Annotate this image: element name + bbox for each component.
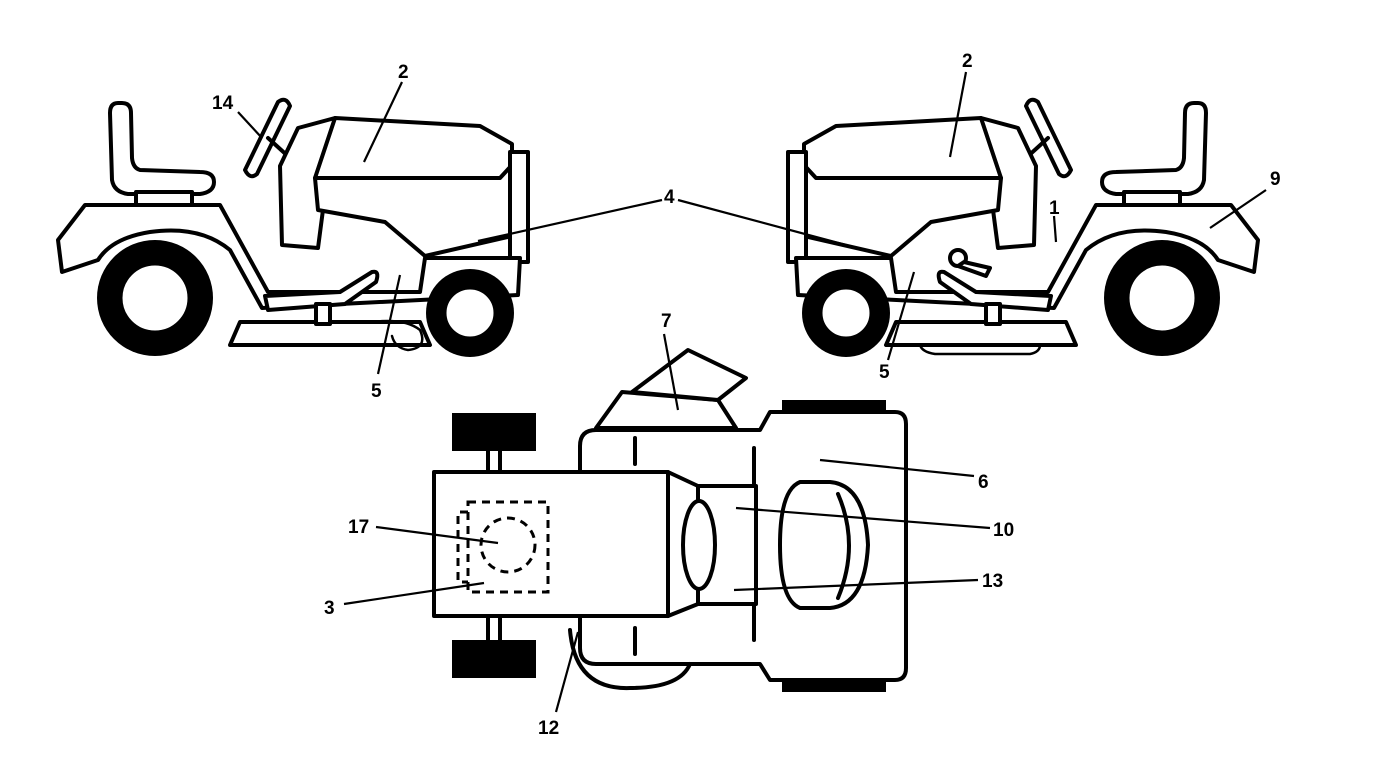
rear-tire-top — [452, 413, 536, 451]
footrest — [936, 269, 1053, 312]
callout-14: 14 — [212, 93, 234, 114]
tractor-left-side-view — [56, 97, 530, 357]
hood — [313, 116, 514, 180]
callout-12: 12 — [538, 718, 559, 739]
mower-deck — [228, 320, 432, 347]
callout-2-left: 2 — [398, 62, 409, 83]
engine-cover — [802, 163, 1003, 258]
callout-17: 17 — [348, 517, 369, 538]
callout-10: 10 — [993, 520, 1014, 541]
callout-13: 13 — [982, 571, 1003, 592]
deck-hanger — [314, 302, 332, 326]
steering-wheel-top — [778, 480, 870, 610]
tractor-top-view — [432, 348, 908, 692]
callout-4: 4 — [664, 187, 675, 208]
seat-outline — [466, 500, 550, 594]
callout-1: 1 — [1049, 198, 1060, 219]
deck-hanger — [984, 302, 1002, 326]
front-tire-bottom — [782, 680, 886, 692]
front-tire-top — [782, 400, 886, 412]
callout-labels: 14 2 4 5 2 1 9 5 7 6 10 13 17 3 12 — [212, 51, 1281, 739]
grille — [786, 150, 808, 264]
footrest — [263, 269, 380, 312]
seat — [108, 101, 216, 196]
chassis — [56, 203, 522, 310]
callout-5-left: 5 — [371, 381, 382, 402]
hood-front — [681, 499, 717, 591]
callout-9: 9 — [1270, 169, 1281, 190]
hood — [802, 116, 1003, 180]
discharge-chute — [370, 319, 424, 352]
seat — [1100, 101, 1208, 196]
grille — [508, 150, 530, 264]
chute-deflector — [630, 348, 748, 402]
callout-5-right: 5 — [879, 362, 890, 383]
deck-underside — [918, 343, 1042, 356]
callout-7: 7 — [661, 311, 672, 332]
dash — [979, 116, 1038, 250]
mower-deck — [884, 320, 1078, 347]
callout-2-right: 2 — [962, 51, 973, 72]
seat-hub — [479, 516, 537, 574]
callout-leaders — [237, 71, 1267, 713]
callout-3: 3 — [324, 598, 335, 619]
deck-belt — [568, 628, 692, 691]
engine-cover — [313, 163, 514, 258]
callout-6: 6 — [978, 472, 989, 493]
tractor-right-side-view — [786, 97, 1260, 357]
lift-lever — [956, 260, 992, 278]
dash — [278, 116, 337, 250]
rear-tire-bottom — [452, 640, 536, 678]
chassis — [794, 203, 1260, 310]
